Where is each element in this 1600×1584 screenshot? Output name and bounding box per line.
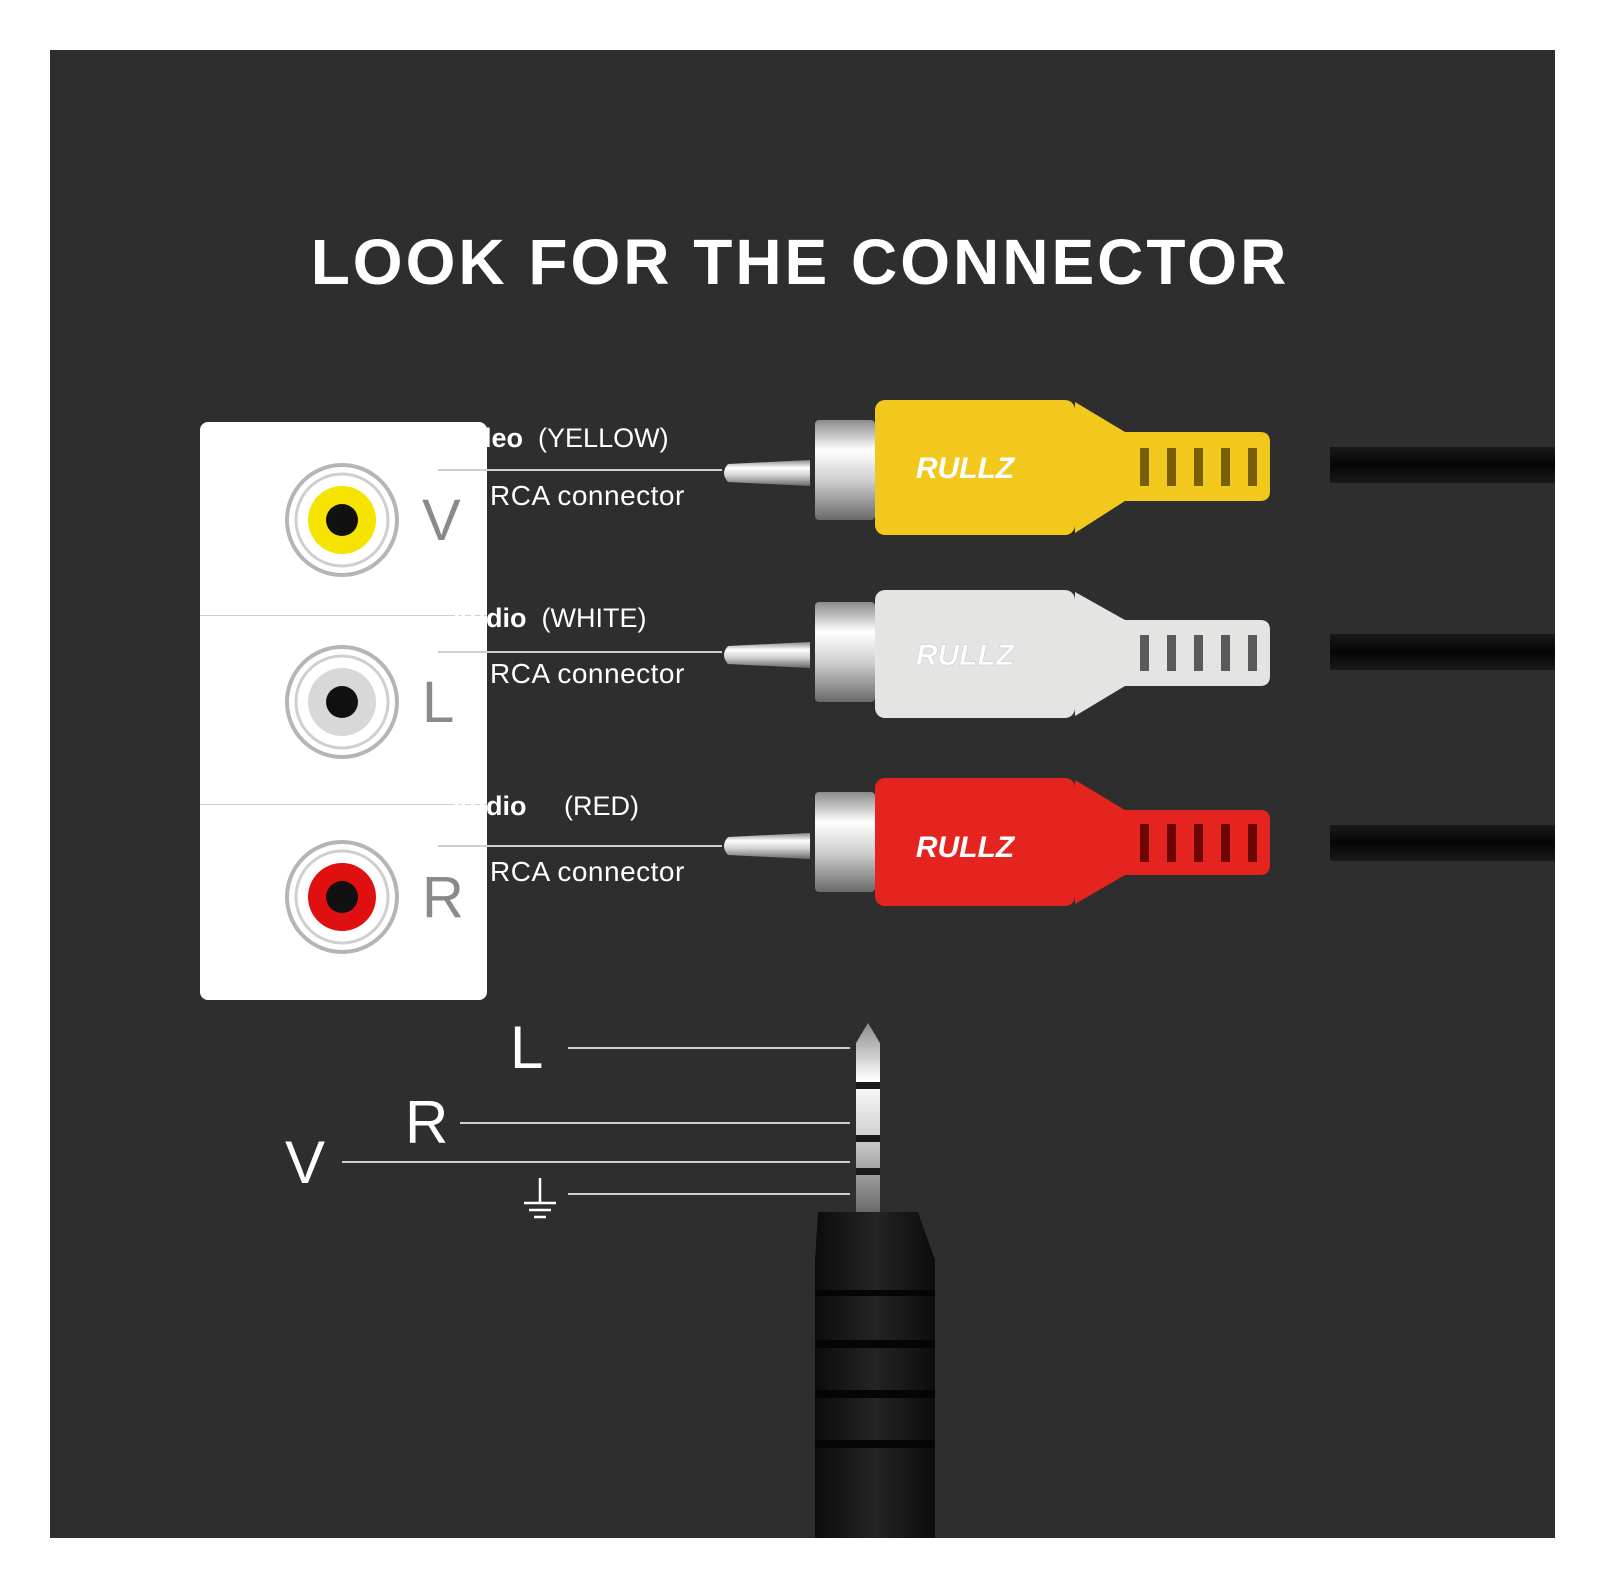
trrs-plug: [342, 1023, 935, 1538]
ground-icon: [524, 1178, 556, 1219]
signal-label: Video: [450, 423, 524, 453]
trrs-label-r: R: [405, 1089, 449, 1156]
color-label: (YELLOW): [538, 423, 669, 453]
connector-type-label: RCA connector: [490, 658, 685, 689]
trrs-label-v: V: [285, 1129, 326, 1196]
jack-panel: V L R: [200, 422, 487, 1000]
connector-type-label: RCA connector: [490, 856, 685, 887]
jack-video-icon: [285, 463, 399, 577]
jack-label-v: V: [422, 488, 461, 553]
jack-left-audio-icon: [285, 645, 399, 759]
rca-plug-white: RULLZ: [438, 590, 1555, 718]
rca-plugs-drawing: RULLZ RULLZ: [342, 400, 1555, 1538]
signal-label: Audio: [450, 791, 527, 821]
trrs-label-l: L: [510, 1014, 544, 1081]
label-video: Video (YELLOW): [450, 425, 669, 452]
panel-divider: [200, 615, 487, 616]
brand-logo: RULLZ: [916, 639, 1016, 672]
label-audio-white: Audio (WHITE): [450, 605, 646, 632]
diagram-frame: LOOK FOR THE CONNECTOR: [50, 50, 1555, 1538]
jack-label-r: R: [422, 865, 464, 930]
brand-logo: RULLZ: [916, 831, 1016, 864]
jack-label-l: L: [422, 670, 455, 735]
brand-logo: RULLZ: [916, 452, 1016, 485]
signal-label: Audio: [450, 603, 527, 633]
rca-plug-red: RULLZ: [438, 778, 1555, 906]
page-title: LOOK FOR THE CONNECTOR: [310, 226, 1290, 298]
jack-right-audio-icon: [285, 840, 399, 954]
rca-plug-yellow: RULLZ: [438, 400, 1555, 535]
jack-icons: [285, 463, 399, 954]
label-audio-red: Audio (RED): [450, 793, 639, 820]
color-label: (WHITE): [541, 603, 647, 633]
panel-divider: [200, 804, 487, 805]
color-label: (RED): [564, 791, 639, 821]
connector-type-label: RCA connector: [490, 480, 685, 511]
